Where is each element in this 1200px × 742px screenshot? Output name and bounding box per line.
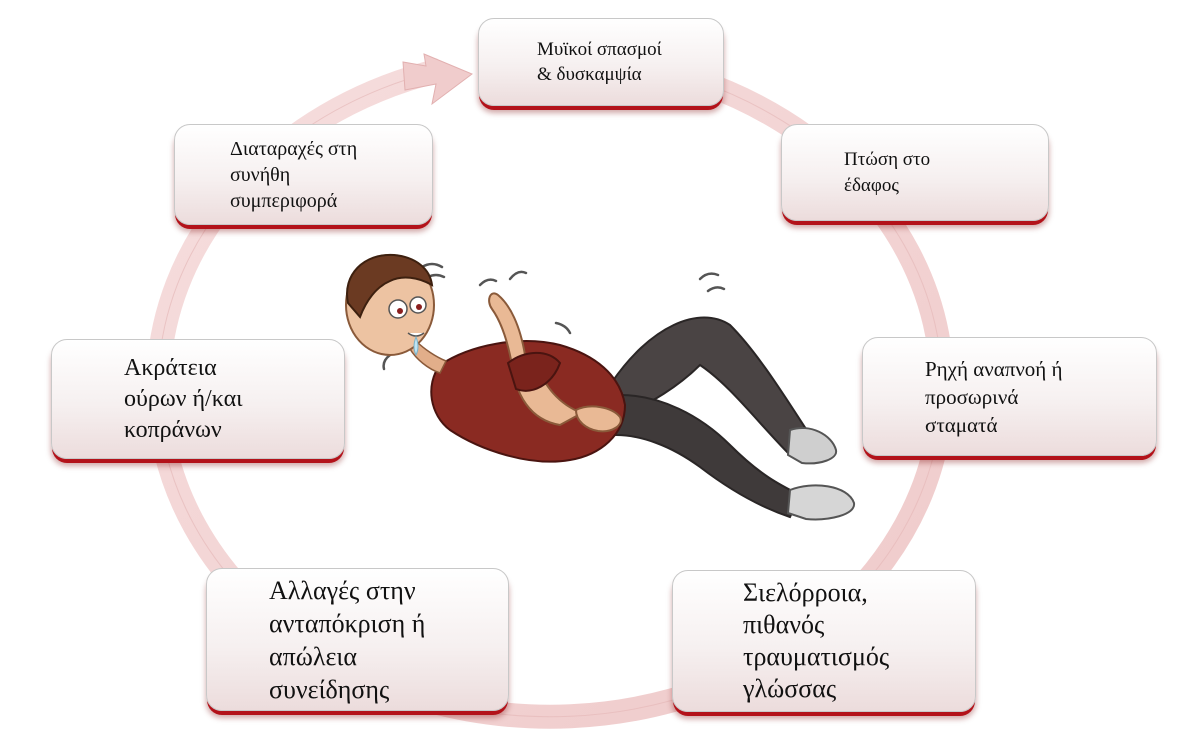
bent-arm — [488, 292, 585, 427]
stage-label: Μυϊκοί σπασμοί & δυσκαμψία — [537, 39, 662, 85]
stage-label: Ρηχή αναπνοή ή προσωρινά σταματά — [925, 356, 1063, 437]
person-having-seizure-icon — [345, 253, 855, 521]
stage-label: Πτώση στο έδαφος — [844, 148, 931, 196]
stage-label: Αλλαγές στην ανταπόκριση ή απώλεια συνεί… — [269, 575, 426, 704]
cycle-ring-arc-edge — [157, 61, 943, 718]
stage-label: Σιελόρροια, πιθανός τραυματισμός γλώσσας — [743, 578, 890, 703]
sleeve — [506, 351, 562, 392]
stage-label: Διαταραχές στη συνήθη συμπεριφορά — [230, 137, 358, 212]
stage-box-loss-of-consciousness: Αλλαγές στην ανταπόκριση ή απώλεια συνεί… — [206, 568, 509, 711]
pupil-left — [397, 308, 403, 314]
stage-box-incontinence: Ακράτεια ούρων ή/και κοπράνων — [51, 339, 345, 459]
stage-label: Ακράτεια ούρων ή/και κοπράνων — [124, 354, 243, 443]
stage-box-fall: Πτώση στο έδαφος — [781, 124, 1049, 221]
cycle-arrowhead-icon — [402, 53, 473, 106]
stage-box-muscle-spasms: Μυϊκοί σπασμοί & δυσκαμψία — [478, 18, 724, 106]
saliva-drop-icon — [413, 335, 419, 357]
hand-on-stomach — [574, 405, 622, 433]
shoe-lower — [786, 484, 855, 521]
motion-marks — [382, 262, 726, 371]
hair — [346, 253, 434, 319]
stage-box-shallow-breathing: Ρηχή αναπνοή ή προσωρινά σταματά — [862, 337, 1157, 456]
shoe-upper — [786, 427, 838, 465]
pupil-right — [416, 304, 422, 310]
stage-box-drooling: Σιελόρροια, πιθανός τραυματισμός γλώσσας — [672, 570, 976, 712]
neck — [409, 339, 448, 374]
stage-box-behavior-changes: Διαταραχές στη συνήθη συμπεριφορά — [174, 124, 433, 225]
